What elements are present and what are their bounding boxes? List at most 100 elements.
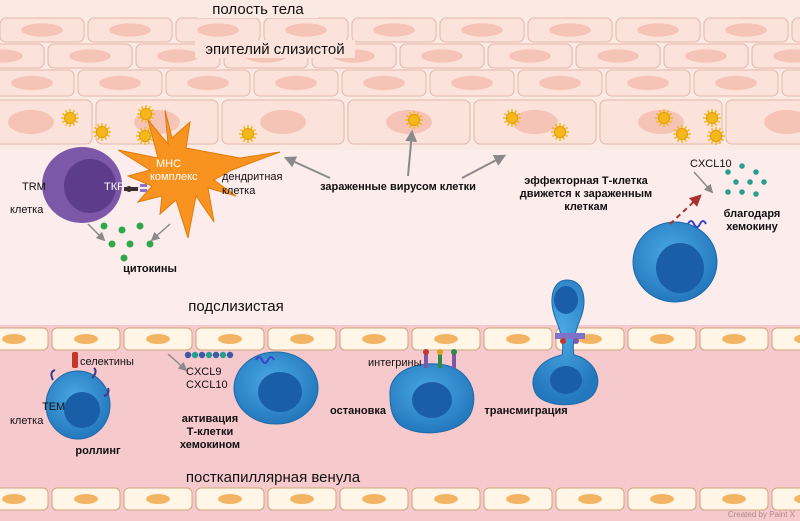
epithelial-nucleus [373, 23, 415, 37]
endothelial-nucleus [146, 494, 170, 504]
chemokine-dot [761, 179, 767, 185]
effector-t-cell [632, 220, 718, 303]
chemokine-dot [739, 189, 745, 195]
epithelial-nucleus [363, 75, 405, 91]
epithelial-nucleus [597, 49, 639, 63]
epithelial-nucleus [549, 23, 591, 37]
endothelial-nucleus [650, 494, 674, 504]
virus-core [64, 112, 76, 124]
chemokine-note-2: хемокину [726, 221, 778, 233]
chemokine-chain-dot [212, 351, 220, 359]
virus-core [706, 112, 718, 124]
chemokine-chain-dot [219, 351, 227, 359]
selectins-label: селектины [80, 356, 134, 368]
epithelial-nucleus [715, 75, 757, 91]
chemokine-chain-dot [226, 351, 234, 359]
chemokine-dots-bottom [184, 351, 234, 359]
epithelial-nucleus [197, 23, 239, 37]
virus-core [506, 112, 518, 124]
endothelial-nucleus [578, 494, 602, 504]
epithelial-nucleus [157, 49, 199, 63]
endothelial-cell [771, 327, 800, 351]
cytokine-dot [118, 226, 126, 234]
epithelial-nucleus [11, 75, 53, 91]
chemokine-dot [725, 169, 731, 175]
mhc-label-1: МНС [156, 158, 181, 170]
epithelial-nucleus [99, 75, 141, 91]
rolling-label: роллинг [75, 445, 121, 457]
arrow-infected-3 [461, 154, 507, 179]
integrins-label: интегрины [368, 357, 422, 369]
arrest-label: остановка [330, 405, 387, 417]
chemokine-chain-dot [191, 351, 199, 359]
epithelial-nucleus [539, 75, 581, 91]
virus-core [408, 114, 420, 126]
epithelial-nucleus [0, 49, 23, 63]
body-cavity-bg [198, 0, 318, 18]
cytokines-label: цитокины [123, 263, 177, 275]
epithelial-nucleus [627, 75, 669, 91]
chemokine-dot [725, 189, 731, 195]
dendritic-label-2: клетка [222, 185, 256, 197]
endothelial-cell [771, 487, 800, 511]
epithelial-nucleus [512, 109, 558, 135]
tcr-label: ТКР [104, 181, 124, 193]
watermark: Created by Paint X [728, 510, 796, 519]
dendritic-cell [117, 109, 281, 239]
arrow-rolling [167, 353, 188, 372]
epithelial-nucleus [509, 49, 551, 63]
activation-label-2: Т-клетки [187, 426, 234, 438]
epithelial-nucleus [260, 109, 306, 135]
virus [551, 123, 569, 141]
chemokine-chain-dot [205, 351, 213, 359]
endothelial-nucleus [650, 334, 674, 344]
endothelial-nucleus [362, 494, 386, 504]
tcr-mhc-contact [124, 184, 147, 192]
epithelial-nucleus [285, 23, 327, 37]
selectin-molecules [50, 352, 110, 397]
chemokine-chain-dot [184, 351, 192, 359]
epithelial-nucleus [8, 109, 54, 135]
endothelial-nucleus [434, 494, 458, 504]
tem-rolling-cell [45, 370, 111, 440]
epithelial-nucleus [187, 75, 229, 91]
virus-group [61, 105, 725, 145]
trm-label-1: TRM [22, 181, 46, 193]
dashed-migration-arrow [669, 194, 702, 225]
body-cavity-label: полость тела [212, 1, 304, 18]
virus [239, 125, 257, 143]
endothelial-nucleus [506, 494, 530, 504]
chemokine-dot [753, 169, 759, 175]
epithelial-nucleus [637, 23, 679, 37]
endothelial-nucleus [362, 334, 386, 344]
chemokine-dot [733, 179, 739, 185]
endothelium-top [0, 327, 800, 351]
epithelial-nucleus [773, 49, 800, 63]
effector-label-1: эффекторная Т-клетка [524, 175, 648, 187]
cxcl10-bottom-label: CXCL10 [186, 379, 228, 391]
virus [655, 109, 673, 127]
cytokine-dot [136, 222, 144, 230]
virus [405, 111, 423, 129]
arrow-infected-2 [405, 129, 418, 177]
virus [137, 105, 155, 123]
endothelium-bottom [0, 487, 800, 511]
transmigration-label: трансмиграция [484, 405, 567, 417]
endothelial-nucleus [794, 334, 800, 344]
trm-cell [42, 147, 122, 223]
virus-core [710, 130, 722, 142]
venule-label: посткапиллярная венула [186, 469, 361, 486]
epithelial-nucleus [21, 23, 63, 37]
cytokine-dot [100, 222, 108, 230]
endothelial-nucleus [434, 334, 458, 344]
epithelial-nucleus [69, 49, 111, 63]
activated-t-cell [233, 351, 319, 425]
endothelial-nucleus [218, 494, 242, 504]
chemokine-dots-top [725, 163, 767, 197]
virus-core [554, 126, 566, 138]
chemokine-dot [747, 179, 753, 185]
epithelial-nucleus [109, 23, 151, 37]
virus-core [658, 112, 670, 124]
mhc-label-2: комплекс [150, 171, 198, 183]
endothelial-nucleus [290, 334, 314, 344]
